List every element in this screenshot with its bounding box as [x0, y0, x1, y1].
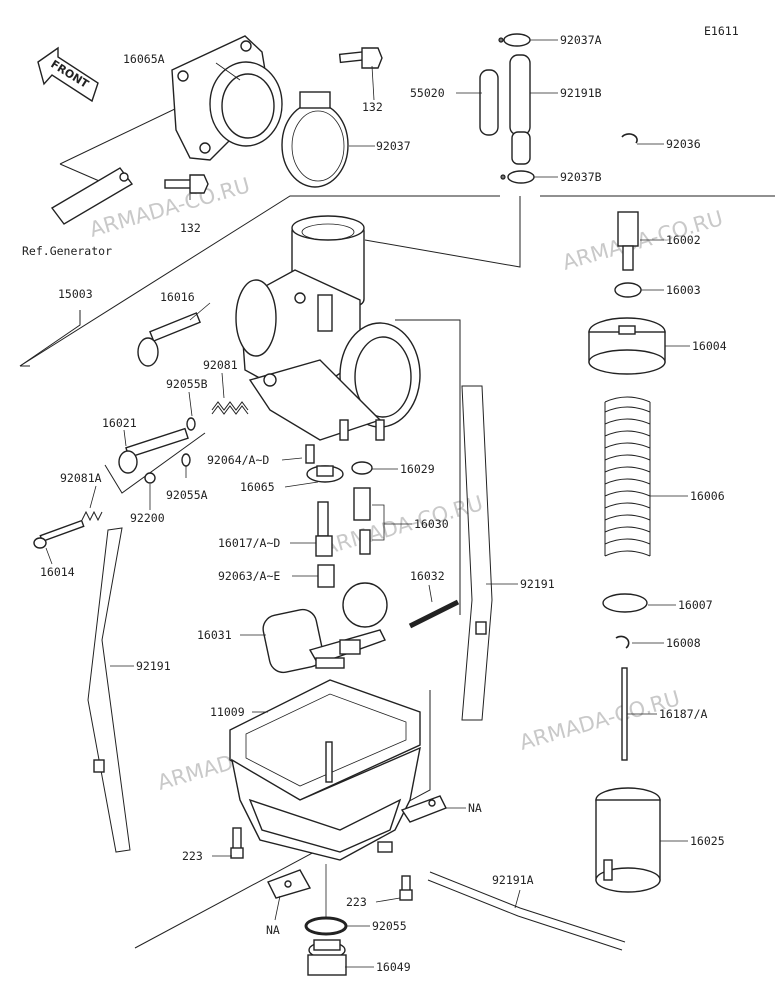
label-16187: 16187/A	[659, 707, 708, 721]
label-132-upper: 132	[362, 100, 383, 114]
hose-right	[461, 385, 493, 721]
label-16004: 16004	[692, 339, 727, 353]
label-92037B: 92037B	[560, 170, 602, 184]
leader-lines	[45, 39, 690, 968]
air-screw-16014	[33, 519, 85, 549]
label-92191-left: 92191	[136, 659, 171, 673]
hose-clamp	[281, 91, 349, 188]
plate-16007	[602, 593, 648, 613]
label-92191B: 92191B	[560, 86, 602, 100]
label-92081: 92081	[203, 358, 238, 372]
label-132-lower: 132	[180, 221, 201, 235]
label-223-left: 223	[182, 849, 203, 863]
drain-plug-16049	[307, 939, 347, 976]
label-16030: 16030	[414, 517, 449, 531]
bolt-132-lower	[164, 174, 209, 194]
generator-link	[50, 167, 134, 225]
label-16002: 16002	[666, 233, 701, 247]
label-16031: 16031	[197, 628, 232, 642]
label-16007: 16007	[678, 598, 713, 612]
label-16029: 16029	[400, 462, 435, 476]
intake-manifold	[171, 35, 283, 161]
label-16008: 16008	[666, 636, 701, 650]
label-92036: 92036	[666, 137, 701, 151]
o-ring-92055	[304, 916, 348, 936]
float-pin	[408, 599, 460, 629]
o-ring-92055A	[181, 453, 191, 467]
label-92037: 92037	[376, 139, 411, 153]
bolt-132-upper	[338, 47, 383, 69]
label-92191-right: 92191	[520, 577, 555, 591]
label-16006: 16006	[690, 489, 725, 503]
label-16017: 16017/A~D	[218, 536, 280, 550]
label-92081A: 92081A	[60, 471, 102, 485]
float-assembly	[262, 582, 388, 674]
label-16014: 16014	[40, 565, 75, 579]
watermark-4: ARMADA-CO.RU	[517, 686, 683, 755]
o-ring-92055B	[186, 417, 196, 431]
gasket-11009	[229, 679, 421, 801]
label-223-bottom: 223	[346, 895, 367, 909]
hose-left	[87, 527, 131, 853]
label-92064: 92064/A~D	[207, 453, 269, 467]
assembly-outline	[19, 84, 775, 949]
label-55020: 55020	[410, 86, 445, 100]
screw-223-left	[230, 827, 244, 859]
label-na-right: NA	[468, 801, 482, 815]
label-16016: 16016	[160, 290, 195, 304]
watermark-3: ARMADA-CO.RU	[320, 491, 486, 560]
pilot-screw-16021	[118, 427, 189, 474]
label-11009: 11009	[210, 705, 245, 719]
label-16065A: 16065A	[123, 52, 165, 66]
label-16025: 16025	[690, 834, 725, 848]
label-92055A: 92055A	[166, 488, 208, 502]
drain-hose-92191A	[377, 841, 626, 951]
label-na-left: NA	[266, 923, 280, 937]
nut-16003	[614, 282, 642, 298]
vent-parts	[479, 33, 535, 184]
jet-parts	[305, 444, 373, 588]
label-92055B: 92055B	[166, 377, 208, 391]
screw-223-bottom	[399, 875, 413, 901]
watermark-2: ARMADA-CO.RU	[560, 206, 726, 275]
front-arrow-icon: FRONT	[37, 46, 99, 103]
label-92200: 92200	[130, 511, 165, 525]
part-labels: 16065A 132 92037 92037A 55020 92191B 920…	[22, 33, 727, 974]
spring-16006	[604, 396, 651, 557]
bracket-na-left	[267, 869, 312, 899]
throttle-valve-16025	[595, 787, 661, 893]
cable-adjuster-16002	[617, 211, 639, 271]
label-16032: 16032	[410, 569, 445, 583]
carburetor-body	[235, 215, 421, 441]
spring-92081A	[81, 510, 103, 522]
diagram-code: E1611	[704, 24, 739, 38]
label-15003: 15003	[58, 287, 93, 301]
label-92037A: 92037A	[560, 33, 602, 47]
jet-needle-16187	[621, 667, 628, 761]
label-92055: 92055	[372, 919, 407, 933]
clip-16008	[615, 635, 630, 649]
label-92063: 92063/A~E	[218, 569, 280, 583]
label-16065: 16065	[240, 480, 275, 494]
spring-92081	[211, 401, 249, 415]
label-16049: 16049	[376, 960, 411, 974]
float-bowl	[231, 741, 421, 861]
cap-16004	[588, 317, 666, 375]
throttle-stop-screw	[137, 312, 201, 367]
ref-generator-label: Ref.Generator	[22, 244, 112, 258]
label-92191A: 92191A	[492, 873, 534, 887]
clip-92036	[621, 133, 638, 144]
label-16003: 16003	[666, 283, 701, 297]
washer-92200	[144, 472, 156, 484]
label-16021: 16021	[102, 416, 137, 430]
